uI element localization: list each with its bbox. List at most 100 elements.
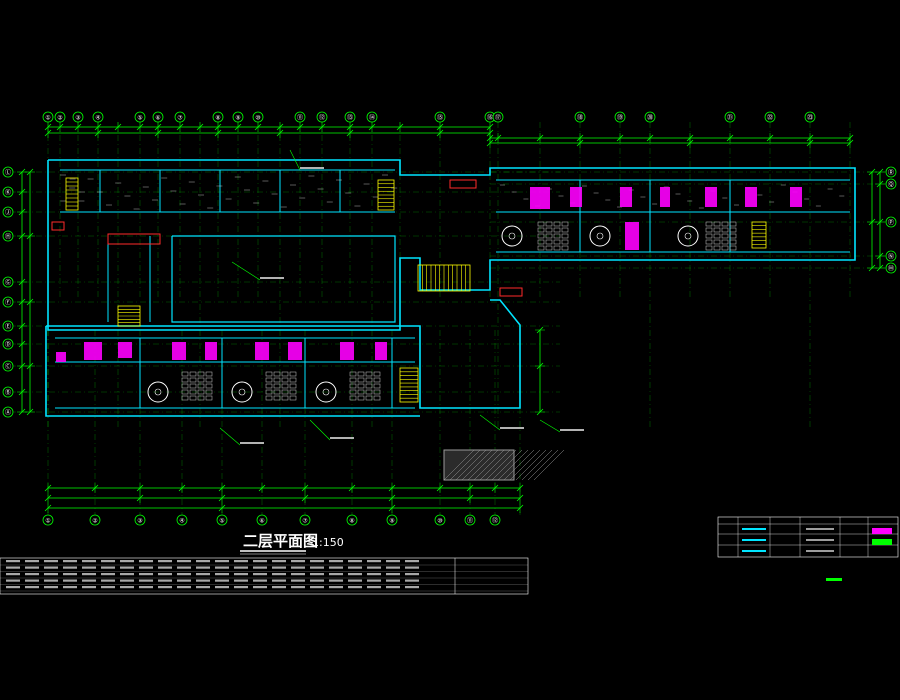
drawing-title: 二层平面图: [243, 532, 318, 550]
notes-text-glyph: [348, 573, 362, 576]
axis-bubble-top: [92, 111, 104, 123]
notes-text-glyph: [310, 566, 324, 569]
desk-block: [357, 395, 365, 401]
notes-text-glyph: [196, 586, 210, 589]
axis-bubble-top-label: ①: [45, 115, 50, 122]
axis-bubble-bottom: [299, 514, 311, 526]
notes-text-glyph: [177, 566, 191, 569]
magenta-room-right: [705, 187, 717, 207]
notes-text-glyph: [253, 560, 267, 563]
notes-text-glyph: [120, 560, 134, 563]
notes-text-glyph: [215, 579, 229, 582]
desk-block-right: [545, 233, 553, 239]
axis-bubble-bottom-label: ⑩: [437, 518, 442, 525]
axis-bubble-bottom-label: ⑨: [389, 518, 394, 525]
notes-text-glyph: [310, 573, 324, 576]
magenta-room-lower: [255, 342, 269, 360]
axis-bubble-bottom: [176, 514, 188, 526]
notes-text-glyph: [196, 579, 210, 582]
desk-block: [197, 383, 205, 389]
notes-text-glyph: [158, 566, 172, 569]
notes-text-glyph: [63, 586, 77, 589]
stair-4: [399, 367, 419, 403]
axis-bubble-bottom: [256, 514, 268, 526]
notes-text-glyph: [253, 566, 267, 569]
desk-block: [357, 371, 365, 377]
round-table-center: [684, 232, 692, 240]
desk-block: [189, 395, 197, 401]
notes-text-glyph: [6, 579, 20, 582]
desk-block-right: [713, 227, 721, 233]
desk-block-right: [721, 233, 729, 239]
notes-text-glyph: [215, 566, 229, 569]
axis-bubble-right-label: Ⓡ: [888, 169, 894, 177]
axis-bubble-left-label: Ⓗ: [5, 233, 11, 241]
magenta-room-lower: [375, 342, 387, 360]
axis-bubble-top-label: ⑩: [255, 115, 260, 122]
notes-text-glyph: [82, 566, 96, 569]
axis-bubble-top-label: ㉒: [767, 114, 773, 122]
round-table: [315, 381, 337, 403]
notes-text-glyph: [158, 560, 172, 563]
desk-block: [189, 371, 197, 377]
notes-text-glyph: [120, 573, 134, 576]
axis-bubble-top: [316, 111, 328, 123]
desk-block-right: [705, 221, 713, 227]
hatch-line: [461, 449, 493, 481]
axis-bubble-top: [724, 111, 736, 123]
notes-text-glyph: [44, 573, 58, 576]
notes-text-glyph: [272, 579, 286, 582]
magenta-room-lower: [340, 342, 354, 360]
round-table-center: [508, 232, 516, 240]
legend-wall-sample: [742, 528, 766, 530]
axis-bubble-right-label: Ⓝ: [888, 253, 894, 261]
notes-text-glyph: [253, 573, 267, 576]
axis-bubble-left-label: Ⓙ: [5, 209, 11, 217]
desk-block: [197, 395, 205, 401]
notes-text-glyph: [63, 566, 77, 569]
notes-text-glyph: [253, 579, 267, 582]
notes-text-glyph: [272, 566, 286, 569]
axis-bubble-right: [885, 262, 897, 274]
notes-text-glyph: [139, 573, 153, 576]
notes-text-glyph: [215, 586, 229, 589]
hatch-line: [503, 449, 535, 481]
leader-line: [309, 419, 331, 441]
notes-text-glyph: [291, 586, 305, 589]
axis-bubble-bottom: [134, 514, 146, 526]
notes-text-glyph: [139, 579, 153, 582]
desk-block: [197, 377, 205, 383]
axis-bubble-right-label: Ⓜ: [888, 265, 894, 273]
notes-text-glyph: [82, 573, 96, 576]
axis-bubble-right-label: Ⓟ: [888, 219, 894, 227]
notes-text-glyph: [367, 560, 381, 563]
axis-bubble-bottom-label: ⑪: [467, 517, 473, 525]
desk-block-right: [729, 233, 737, 239]
magenta-room-right: [570, 187, 582, 207]
hatch-line: [515, 449, 547, 481]
notes-text-glyph: [82, 579, 96, 582]
axis-bubble-bottom-label: ④: [179, 518, 184, 525]
magenta-room-lower: [118, 342, 132, 358]
notes-text-glyph: [101, 573, 115, 576]
notes-text-glyph: [6, 586, 20, 589]
annotation-glyph: [560, 429, 584, 431]
notes-text-glyph: [234, 586, 248, 589]
axis-bubble-top-label: ⑤: [137, 115, 142, 122]
notes-text-glyph: [6, 573, 20, 576]
round-table: [147, 381, 169, 403]
axis-bubble-left-label: Ⓚ: [5, 189, 11, 197]
notes-text-glyph: [386, 573, 400, 576]
round-table-center: [596, 232, 604, 240]
axis-bubble-top-label: ⑪: [297, 114, 303, 122]
notes-text-glyph: [139, 560, 153, 563]
notes-text-glyph: [329, 573, 343, 576]
desk-block: [365, 383, 373, 389]
notes-text-glyph: [120, 566, 134, 569]
notes-text-glyph: [329, 579, 343, 582]
notes-text-glyph: [310, 560, 324, 563]
wall-layer: [45, 159, 856, 417]
axis-bubble-bottom-label: ⑥: [259, 518, 264, 525]
axis-bubble-bottom: [346, 514, 358, 526]
